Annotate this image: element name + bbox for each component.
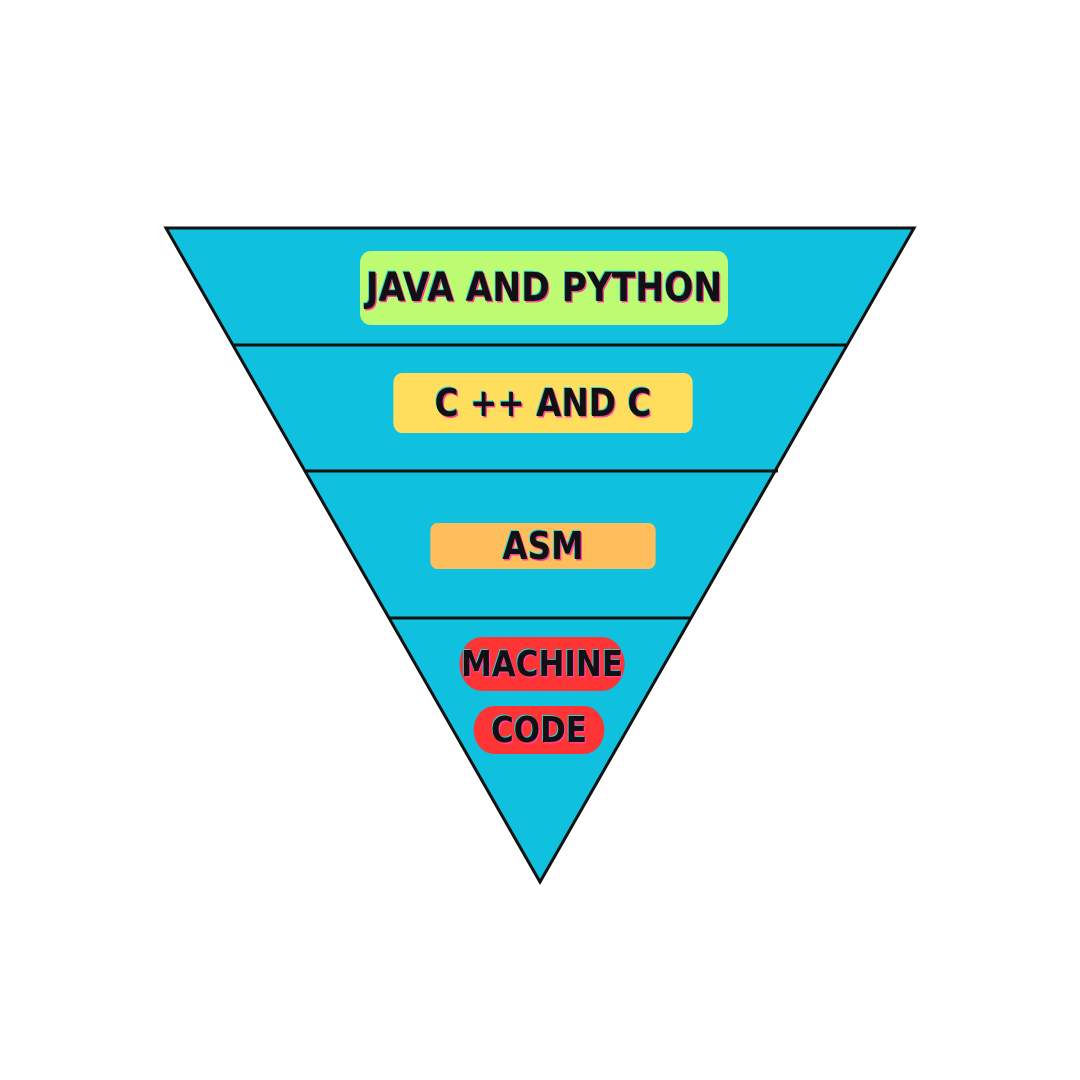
layer-label-c-cpp: C ++ AND C [393,373,693,433]
layer-label-code: CODE [473,706,605,754]
layer-label-java-python: JAVA AND PYTHON [359,251,729,325]
layer-label-asm: ASM [430,523,656,569]
layer-label-machine: MACHINE [459,637,625,691]
